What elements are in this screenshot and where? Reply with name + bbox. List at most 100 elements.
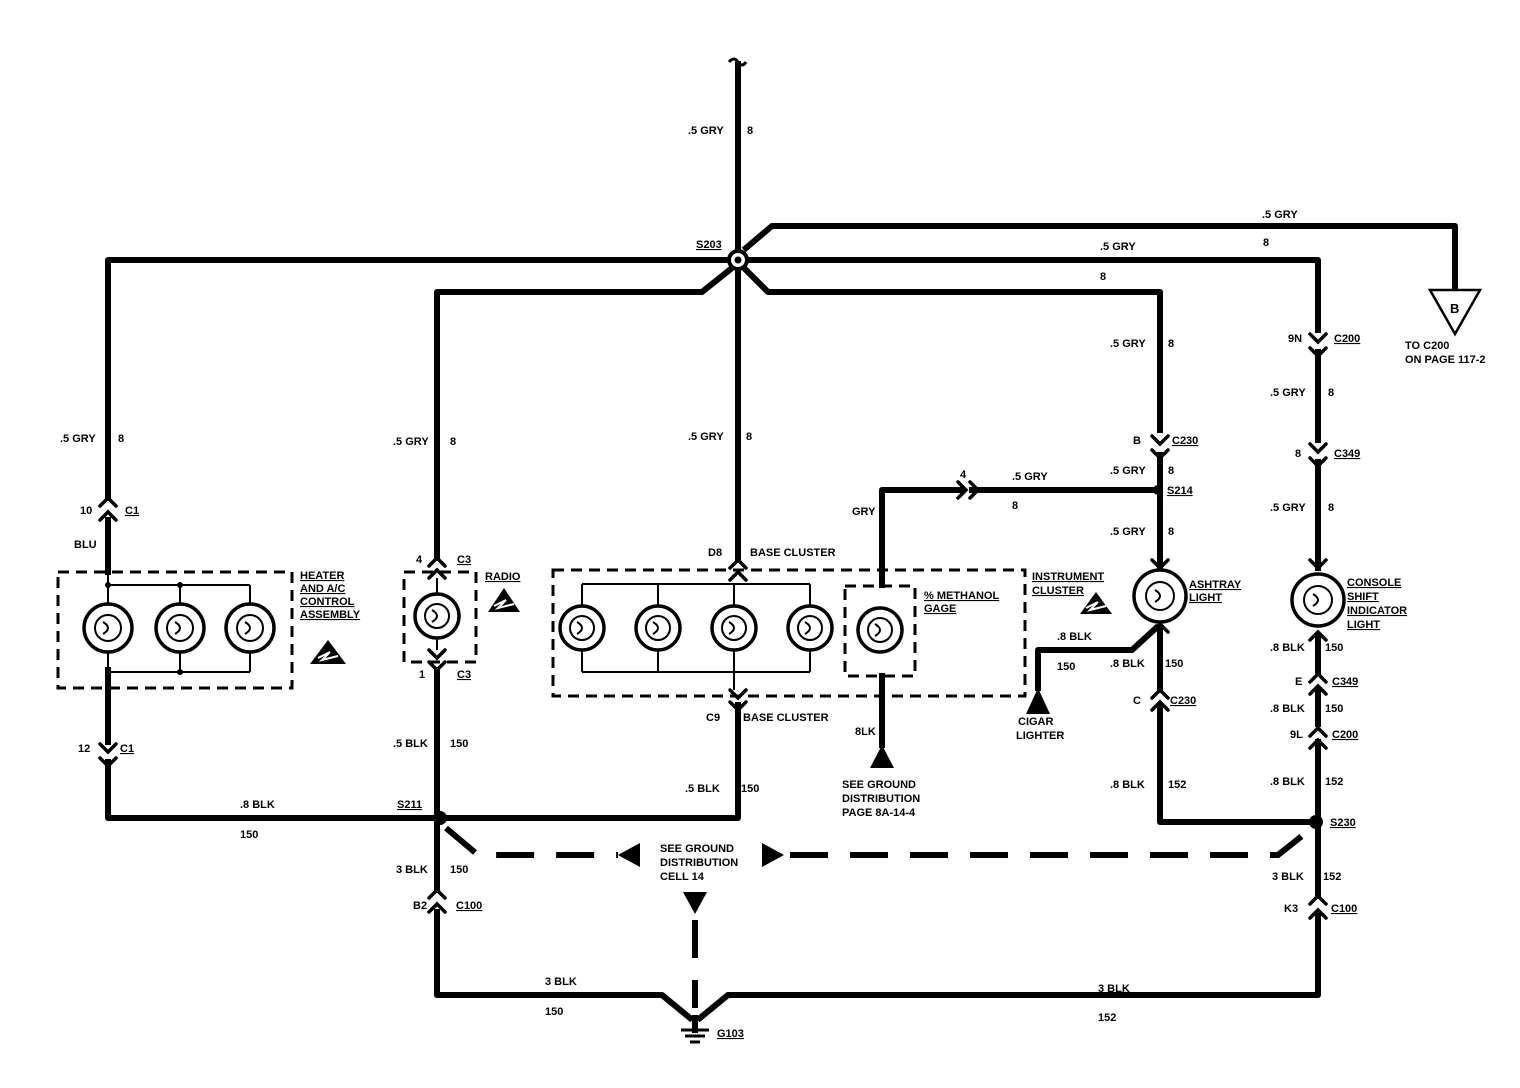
splice-s214 (1153, 485, 1163, 495)
methanol-gage-box (843, 584, 917, 678)
cigar-label: LIGHTER (1016, 730, 1064, 742)
connector-pin: K3 (1284, 903, 1298, 915)
connector-pin: 12 (78, 743, 90, 755)
connector-pin: 4 (960, 469, 967, 481)
bulb-icon (82, 585, 134, 672)
ground-arrow-icon (870, 745, 894, 768)
connector-labels: 10 C1 12 C1 4 C3 1 C3 D8 BASE CLUSTER C9… (78, 333, 1360, 915)
wire-label: 3 BLK (396, 864, 428, 876)
bulb-icon (558, 584, 606, 672)
connector-pin: 9L (1290, 729, 1303, 741)
wire-label: 8 (1168, 465, 1174, 477)
wire-label: 152 (1323, 871, 1341, 883)
methanol-bulb-icon (856, 606, 904, 654)
bulb-icon (224, 585, 276, 672)
ground-wires (105, 623, 1321, 1033)
ground-symbol-g103 (681, 1028, 709, 1044)
heater-bulbs (82, 572, 276, 688)
connector-pin: 1 (419, 669, 425, 681)
connector-pin: C (1133, 695, 1141, 707)
wire-label: 150 (1165, 658, 1183, 670)
wire-label: .5 GRY (1262, 209, 1298, 221)
ref-b-letter: B (1450, 301, 1459, 316)
wire-label: .5 GRY (1110, 338, 1146, 350)
wire-label: .5 GRY (1110, 526, 1146, 538)
connector-pin: 8 (1295, 448, 1301, 460)
wire-label: .8 BLK (1110, 658, 1145, 670)
heater-label: ASSEMBLY (300, 609, 361, 621)
heater-label: CONTROL (300, 596, 355, 608)
wire-label: .8 BLK (1270, 703, 1305, 715)
wire-label: .8 BLK (1270, 642, 1305, 654)
cluster-bulbs (558, 583, 834, 690)
wire-label: 8 (450, 436, 456, 448)
wire-label: 8 (1168, 338, 1174, 350)
esd-warning-icon (488, 588, 520, 612)
esd-warning-icon (1080, 592, 1112, 614)
esd-icons (310, 588, 1112, 664)
wire-label: .5 GRY (60, 433, 96, 445)
wire-label: .8 BLK (1270, 776, 1305, 788)
ground-cell-text: CELL 14 (660, 871, 705, 883)
cluster-label: CLUSTER (1032, 585, 1084, 597)
connector-id: C1 (120, 743, 134, 755)
ref-b-text-1: TO C200 (1405, 340, 1449, 352)
cigar-label: CIGAR (1018, 716, 1054, 728)
connector-id: C349 (1334, 448, 1360, 460)
heater-label: HEATER (300, 570, 344, 582)
splices (433, 249, 1323, 829)
wire-label: 3 BLK (1098, 983, 1130, 995)
instrument-cluster-box (551, 568, 1027, 698)
console-label: CONSOLE (1347, 577, 1401, 589)
ground-label: G103 (717, 1028, 744, 1040)
wire-label: 150 (1325, 642, 1343, 654)
wire-label: 150 (450, 738, 468, 750)
wire-label: 150 (545, 1006, 563, 1018)
connectors (98, 332, 1328, 920)
wire-label: 3 BLK (1272, 871, 1304, 883)
esd-warning-icon (310, 640, 346, 664)
wire-label: 8 (1328, 502, 1334, 514)
radio-box (402, 570, 478, 664)
connector-name: BASE CLUSTER (743, 712, 829, 724)
connector-id: C230 (1170, 695, 1196, 707)
ground-cell-text: DISTRIBUTION (660, 857, 738, 869)
wire-label: .5 GRY (688, 125, 724, 137)
connector-pin: 9N (1288, 333, 1302, 345)
cigar-lighter-icon (1026, 688, 1050, 714)
connector-id: C1 (125, 505, 139, 517)
connector-id: C200 (1332, 729, 1358, 741)
connector-id: C230 (1172, 435, 1198, 447)
wire-label: 152 (1098, 1012, 1116, 1024)
connector-pin: 4 (416, 554, 423, 566)
radio-feed-wire (434, 263, 737, 558)
wire-label: 8 (1100, 271, 1106, 283)
wire-label: .5 GRY (688, 431, 724, 443)
methanol-label: GAGE (924, 603, 956, 615)
splice-label: S214 (1167, 485, 1194, 497)
console-bulb-icon (1290, 572, 1346, 628)
ground-distribution-dashed (444, 825, 1314, 1008)
ground-ref-text: DISTRIBUTION (842, 793, 920, 805)
connector-pin: D8 (708, 547, 722, 559)
wire-label: 8LK (855, 726, 876, 738)
wire-label: BLU (74, 539, 97, 551)
connector-id: C3 (457, 554, 471, 566)
connector-name: BASE CLUSTER (750, 547, 836, 559)
connector-pin: B (1133, 435, 1141, 447)
ashtray-bulb-icon (1132, 568, 1188, 624)
wire-label: .5 GRY (1110, 465, 1146, 477)
bulb-icon (634, 584, 682, 672)
wire-label: 150 (240, 829, 258, 841)
ground-cell-text: SEE GROUND (660, 843, 734, 855)
bulb-icon (710, 584, 758, 690)
ground-references: SEE GROUND DISTRIBUTION PAGE 8A-14-4 SEE… (660, 779, 920, 1040)
ground-ref-text: PAGE 8A-14-4 (842, 807, 916, 819)
wire-label: .8 BLK (240, 799, 275, 811)
radio-bulb-icon (413, 578, 461, 650)
wire-label: .5 BLK (685, 783, 720, 795)
wire-label: .5 GRY (393, 436, 429, 448)
console-label: INDICATOR (1347, 605, 1407, 617)
wire-label: GRY (852, 506, 876, 518)
